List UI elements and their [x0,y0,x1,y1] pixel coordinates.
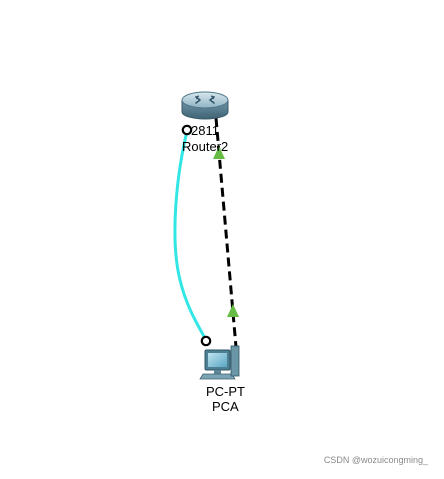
console-port-status-pc [200,335,212,347]
link-up-indicator-pc [227,304,239,317]
console-port-status-router [181,124,193,136]
link-up-indicator-router [213,146,225,159]
router-name-label: Router2 [182,139,229,154]
console-cable[interactable] [173,125,208,342]
pc-model-label: PC-PT [206,384,245,399]
router-model-label: 2811 [191,123,219,138]
router-icon[interactable] [181,91,229,120]
pc-icon[interactable] [199,345,240,380]
watermark: CSDN @wozuicongming_ [323,455,428,465]
pc-name-label: PCA [212,399,239,414]
ethernet-crossover-cable[interactable] [214,117,238,348]
